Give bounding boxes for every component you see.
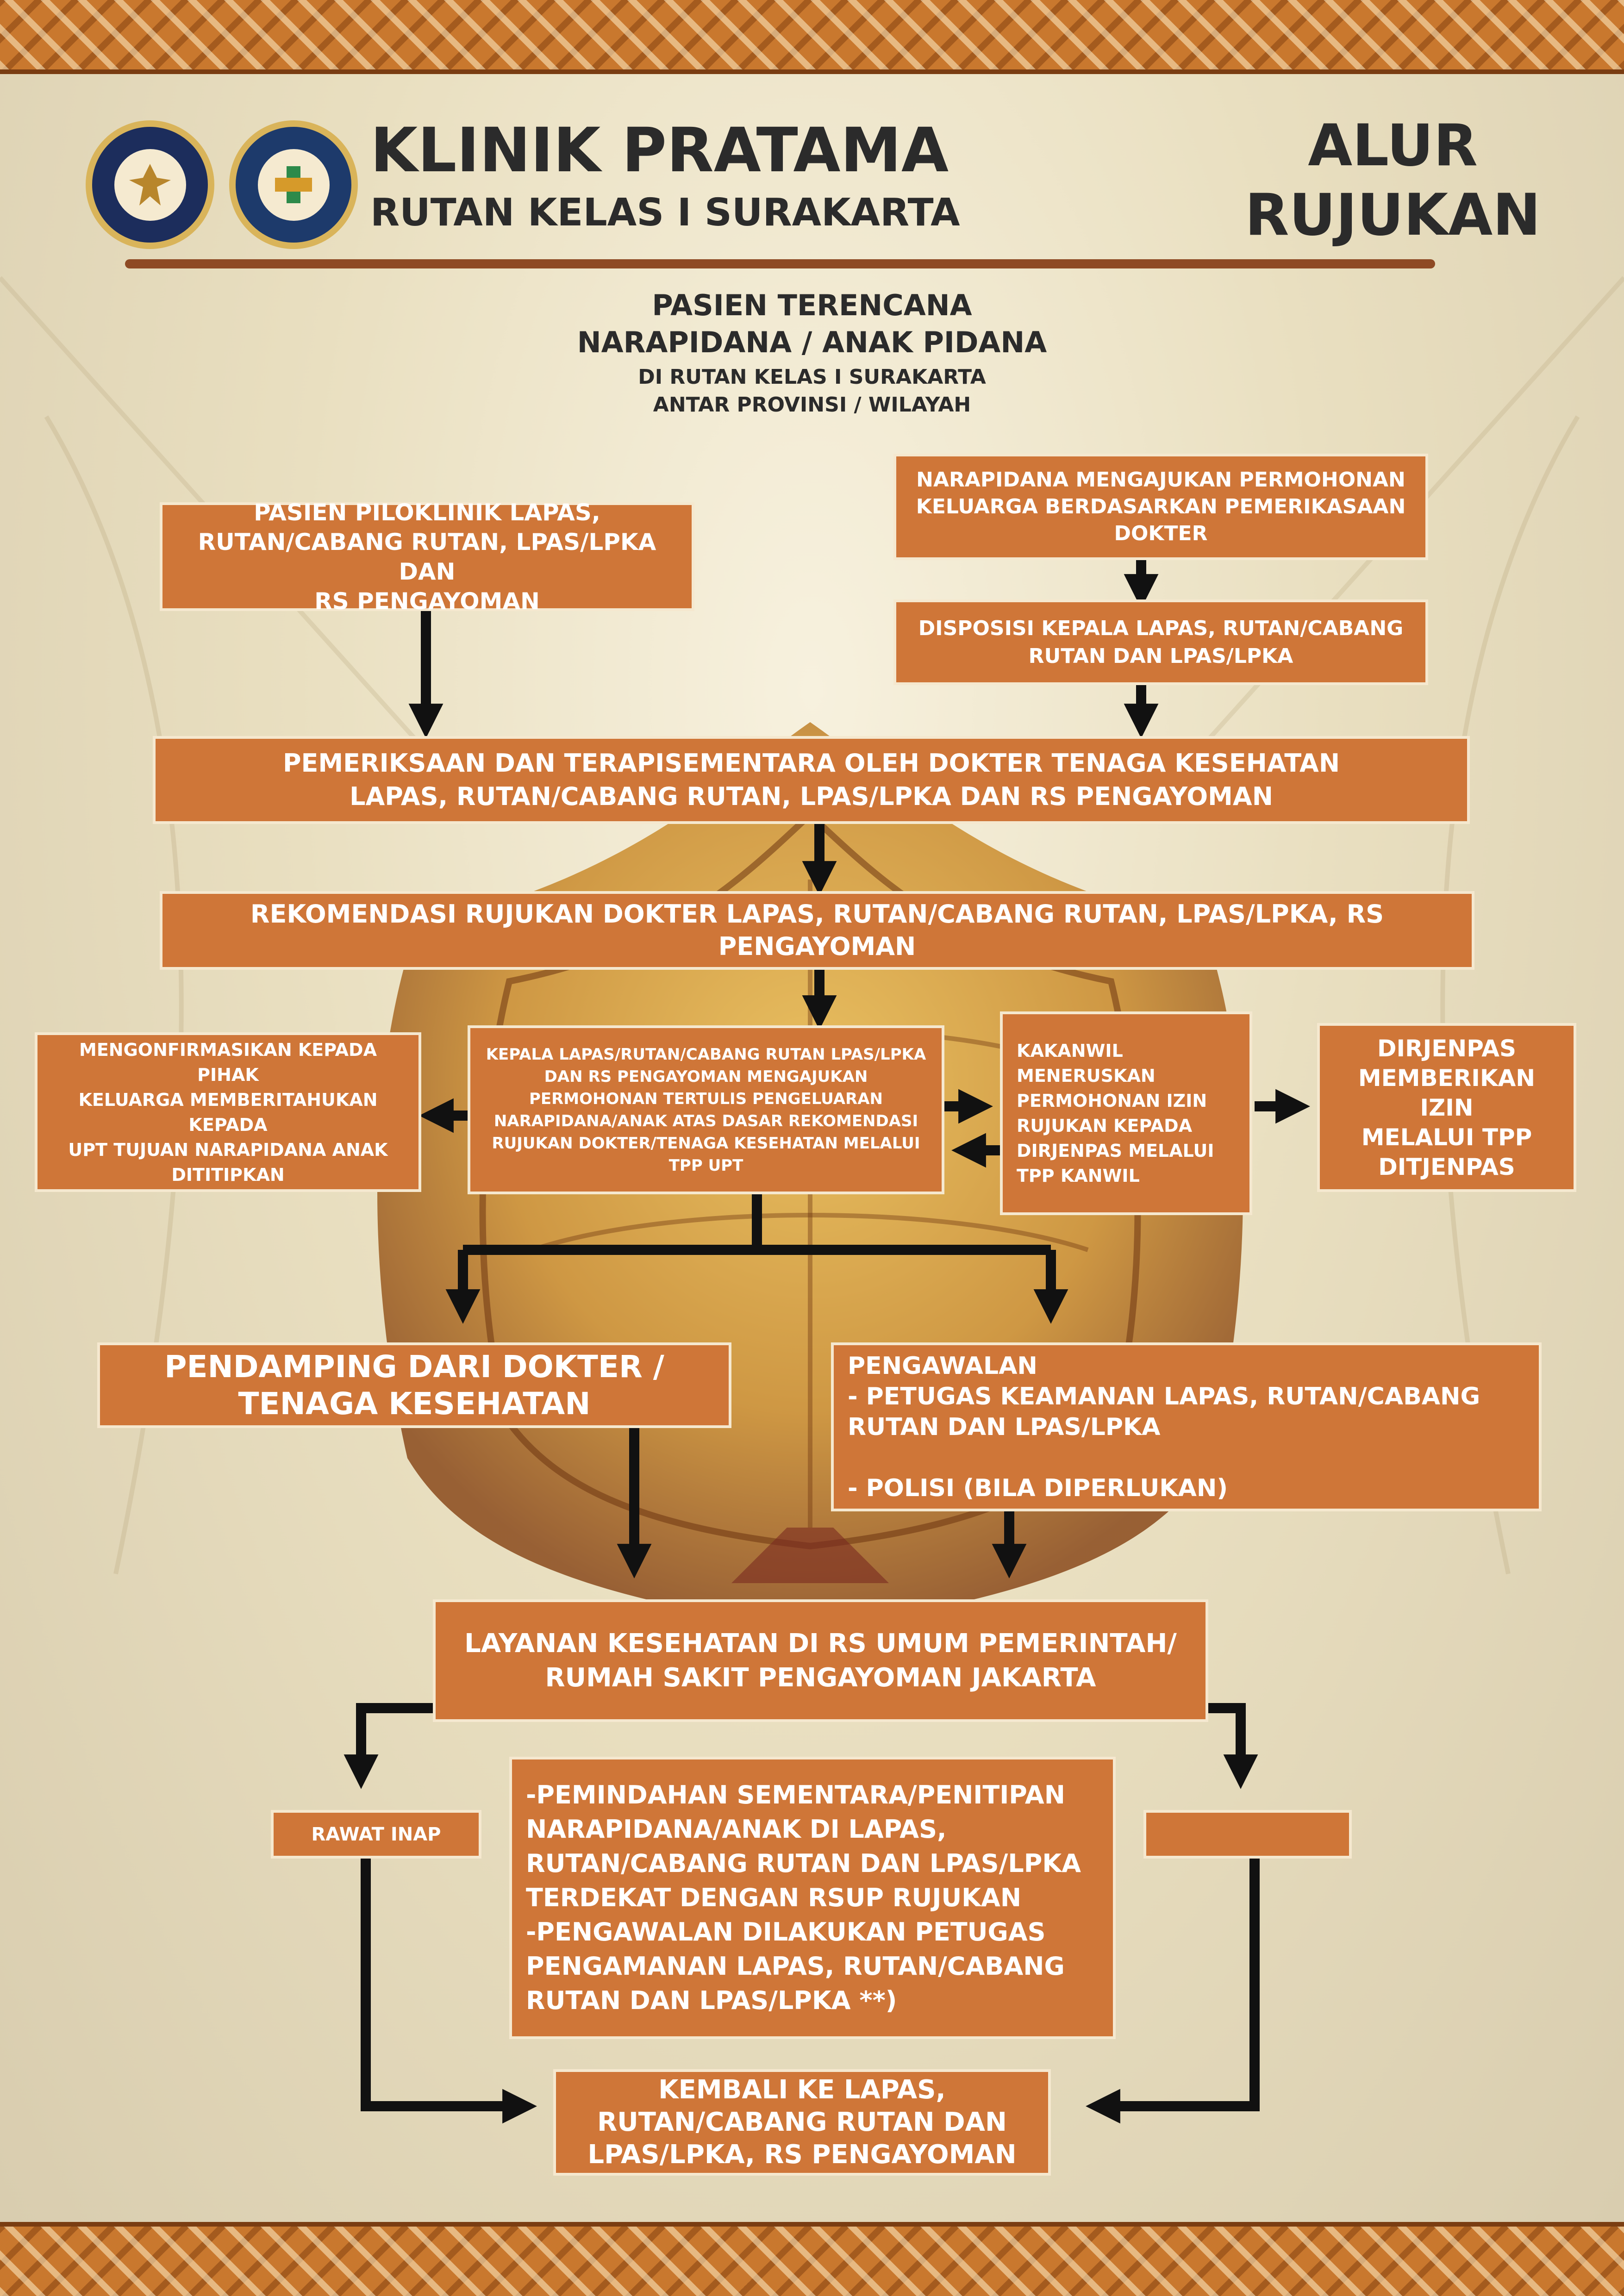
- document-title-line1: ALUR: [1308, 112, 1478, 179]
- box-confirm-family: MENGONFIRMASIKAN KEPADA PIHAK KELUARGA M…: [35, 1032, 421, 1192]
- box-head-disposition: DISPOSISI KEPALA LAPAS, RUTAN/CABANG RUT…: [893, 599, 1428, 685]
- arrow-service-to-right: [1208, 1703, 1258, 1789]
- box-head-request: KEPALA LAPAS/RUTAN/CABANG RUTAN LPAS/LPK…: [468, 1025, 944, 1194]
- box-health-service: LAYANAN KESEHATAN DI RS UMUM PEMERINTAH/…: [433, 1599, 1208, 1722]
- box-patient-source: PASIEN PILOKLINIK LAPAS, RUTAN/CABANG RU…: [160, 499, 694, 615]
- box-companion: PENDAMPING DARI DOKTER / TENAGA KESEHATA…: [97, 1342, 731, 1428]
- box-examination: PEMERIKSAAN DAN TERAPISEMENTARA OLEH DOK…: [153, 736, 1470, 824]
- box-return: KEMBALI KE LAPAS, RUTAN/CABANG RUTAN DAN…: [553, 2069, 1051, 2176]
- document-title-line2: RUJUKAN: [1245, 182, 1541, 249]
- header-divider: [125, 259, 1435, 268]
- box-family-request: NARAPIDANA MENGAJUKAN PERMOHONAN KELUARG…: [893, 454, 1428, 560]
- box-transfer: -PEMINDAHAN SEMENTARA/PENITIPAN NARAPIDA…: [509, 1757, 1116, 2039]
- box-recommendation: REKOMENDASI RUJUKAN DOKTER LAPAS, RUTAN/…: [160, 891, 1474, 970]
- intro-line3: DI RUTAN KELAS I SURAKARTA: [638, 365, 986, 389]
- arrow-inpatient-to-return: [361, 1859, 537, 2124]
- box-inpatient: RAWAT INAP: [271, 1810, 481, 1859]
- clinic-title: KLINIK PRATAMA: [370, 115, 949, 186]
- box-kakanwil: KAKANWIL MENERUSKAN PERMOHONAN IZIN RUJU…: [1000, 1011, 1252, 1215]
- top-border-line: [0, 69, 1624, 74]
- intro-line1: PASIEN TERENCANA: [652, 288, 972, 322]
- medical-cross-icon: [257, 149, 330, 221]
- arrow-service-to-inpatient: [344, 1703, 433, 1789]
- clinic-subtitle: RUTAN KELAS I SURAKARTA: [370, 191, 960, 235]
- intro-line4: ANTAR PROVINSI / WILAYAH: [653, 393, 971, 417]
- box-dirjenpas: DIRJENPAS MEMBERIKAN IZIN MELALUI TPP DI…: [1317, 1023, 1576, 1192]
- bottom-ornament-border: [0, 2227, 1624, 2296]
- bottom-border-line: [0, 2222, 1624, 2227]
- arrow-right-to-return: [1086, 1859, 1260, 2124]
- intro-line2: NARAPIDANA / ANAK PIDANA: [577, 325, 1047, 359]
- box-right-empty: [1143, 1810, 1352, 1859]
- garuda-icon: [114, 149, 186, 221]
- box-escort: PENGAWALAN - PETUGAS KEAMANAN LAPAS, RUT…: [831, 1342, 1542, 1511]
- document-title: ALUR RUJUKAN: [1245, 111, 1541, 250]
- top-ornament-border: [0, 0, 1624, 69]
